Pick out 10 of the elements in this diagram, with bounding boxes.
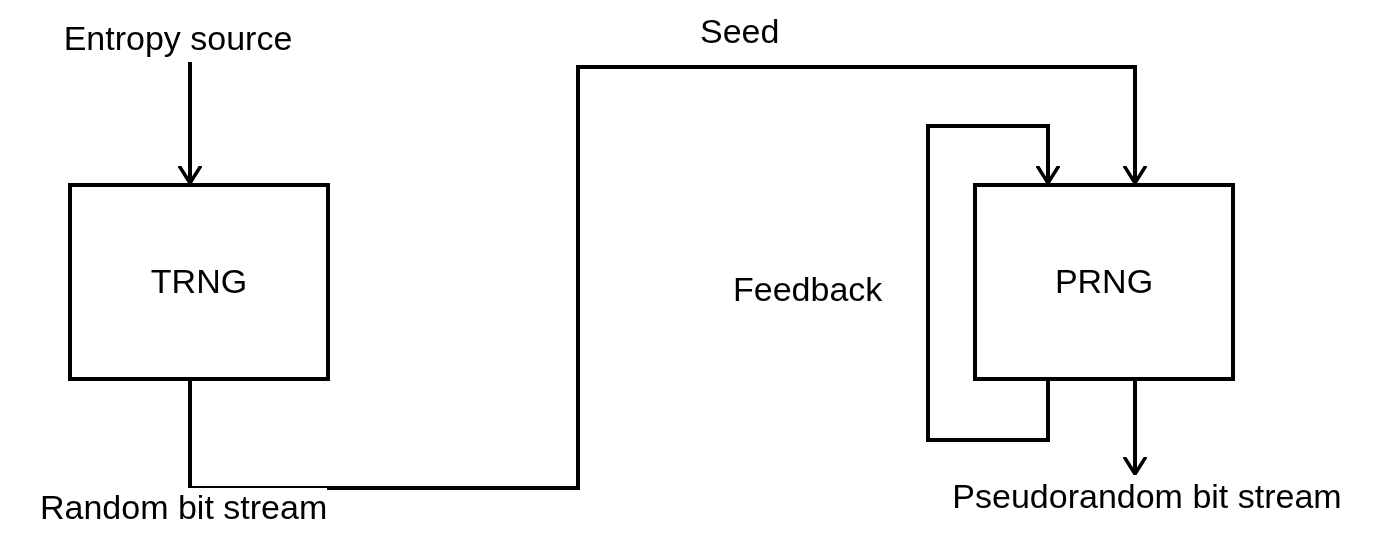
block-label: PRNG: [1054, 262, 1154, 302]
arrow: [1125, 381, 1145, 476]
arrow: [180, 62, 200, 185]
block-label: TRNG: [150, 262, 248, 302]
process-box: [973, 183, 1235, 381]
arrow: [926, 124, 1058, 442]
process-box: [68, 183, 330, 381]
arrow: [188, 65, 1145, 490]
terminal-label: Pseudorandom bit stream: [922, 474, 1372, 520]
terminal-label: Entropy source: [28, 16, 328, 62]
